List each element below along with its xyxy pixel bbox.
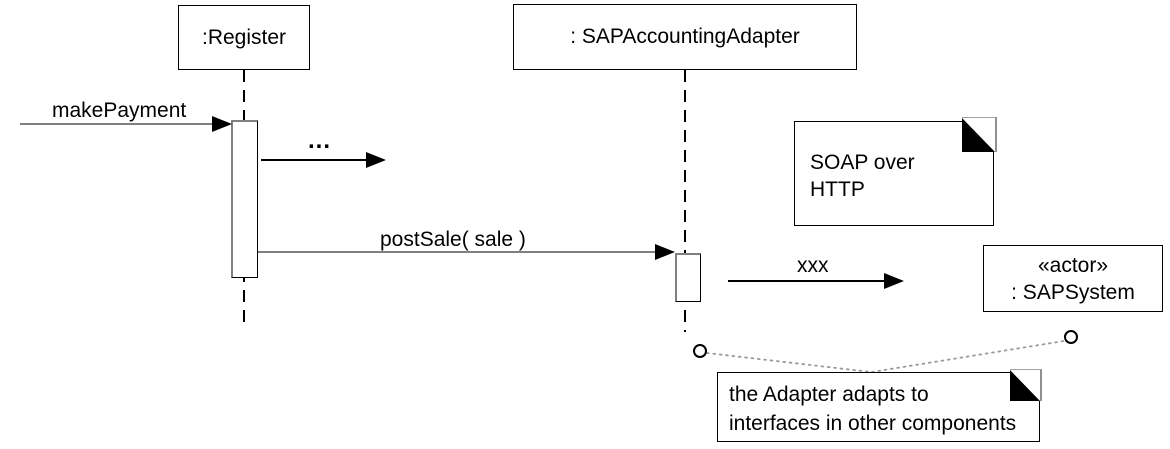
message-line-xxx — [728, 280, 885, 282]
arrowhead-post-sale — [655, 244, 675, 260]
message-label-ellipsis: ... — [308, 127, 332, 154]
message-line-make-payment — [20, 123, 214, 125]
arrowhead-xxx — [884, 273, 904, 289]
arrowhead-ellipsis — [366, 152, 386, 168]
note-anchor-circle-adapter-lifeline — [693, 344, 707, 358]
note-adapter-adapts: the Adapter adapts to interfaces in othe… — [717, 369, 1042, 442]
actor-name: : SAPSystem — [1011, 280, 1135, 304]
note-adapter-line-2: interfaces in other components — [729, 412, 1017, 435]
lifeline-sap-accounting-adapter — [684, 70, 686, 332]
message-line-post-sale — [258, 251, 655, 253]
activation-bar-adapter — [675, 253, 701, 302]
actor-stereotype: «actor» — [1037, 253, 1109, 277]
note-fold-corner-icon — [962, 117, 997, 152]
message-label-make-payment: makePayment — [52, 99, 187, 122]
message-label-xxx: xxx — [797, 254, 829, 277]
lifeline-head-sap-accounting-adapter: : SAPAccountingAdapter — [513, 4, 857, 70]
activation-bar-register — [231, 120, 258, 278]
note-anchor-circle-actor — [1064, 330, 1078, 344]
lifeline-head-sap-accounting-adapter-label: : SAPAccountingAdapter — [570, 25, 800, 48]
lifeline-head-register: :Register — [178, 5, 310, 70]
actor-sap-system: «actor» : SAPSystem — [983, 245, 1163, 312]
note-adapter-line-1: the Adapter adapts to — [729, 383, 929, 406]
lifeline-head-register-label: :Register — [201, 25, 287, 49]
note-soap-over-http: SOAP over HTTP — [794, 117, 997, 226]
arrowhead-make-payment — [212, 116, 232, 132]
note-soap-line-1: SOAP over — [810, 151, 915, 174]
message-label-post-sale: postSale( sale ) — [380, 228, 526, 251]
note-soap-line-2: HTTP — [810, 178, 865, 201]
note-fold-corner-icon — [1010, 369, 1042, 401]
message-line-ellipsis — [261, 159, 367, 161]
